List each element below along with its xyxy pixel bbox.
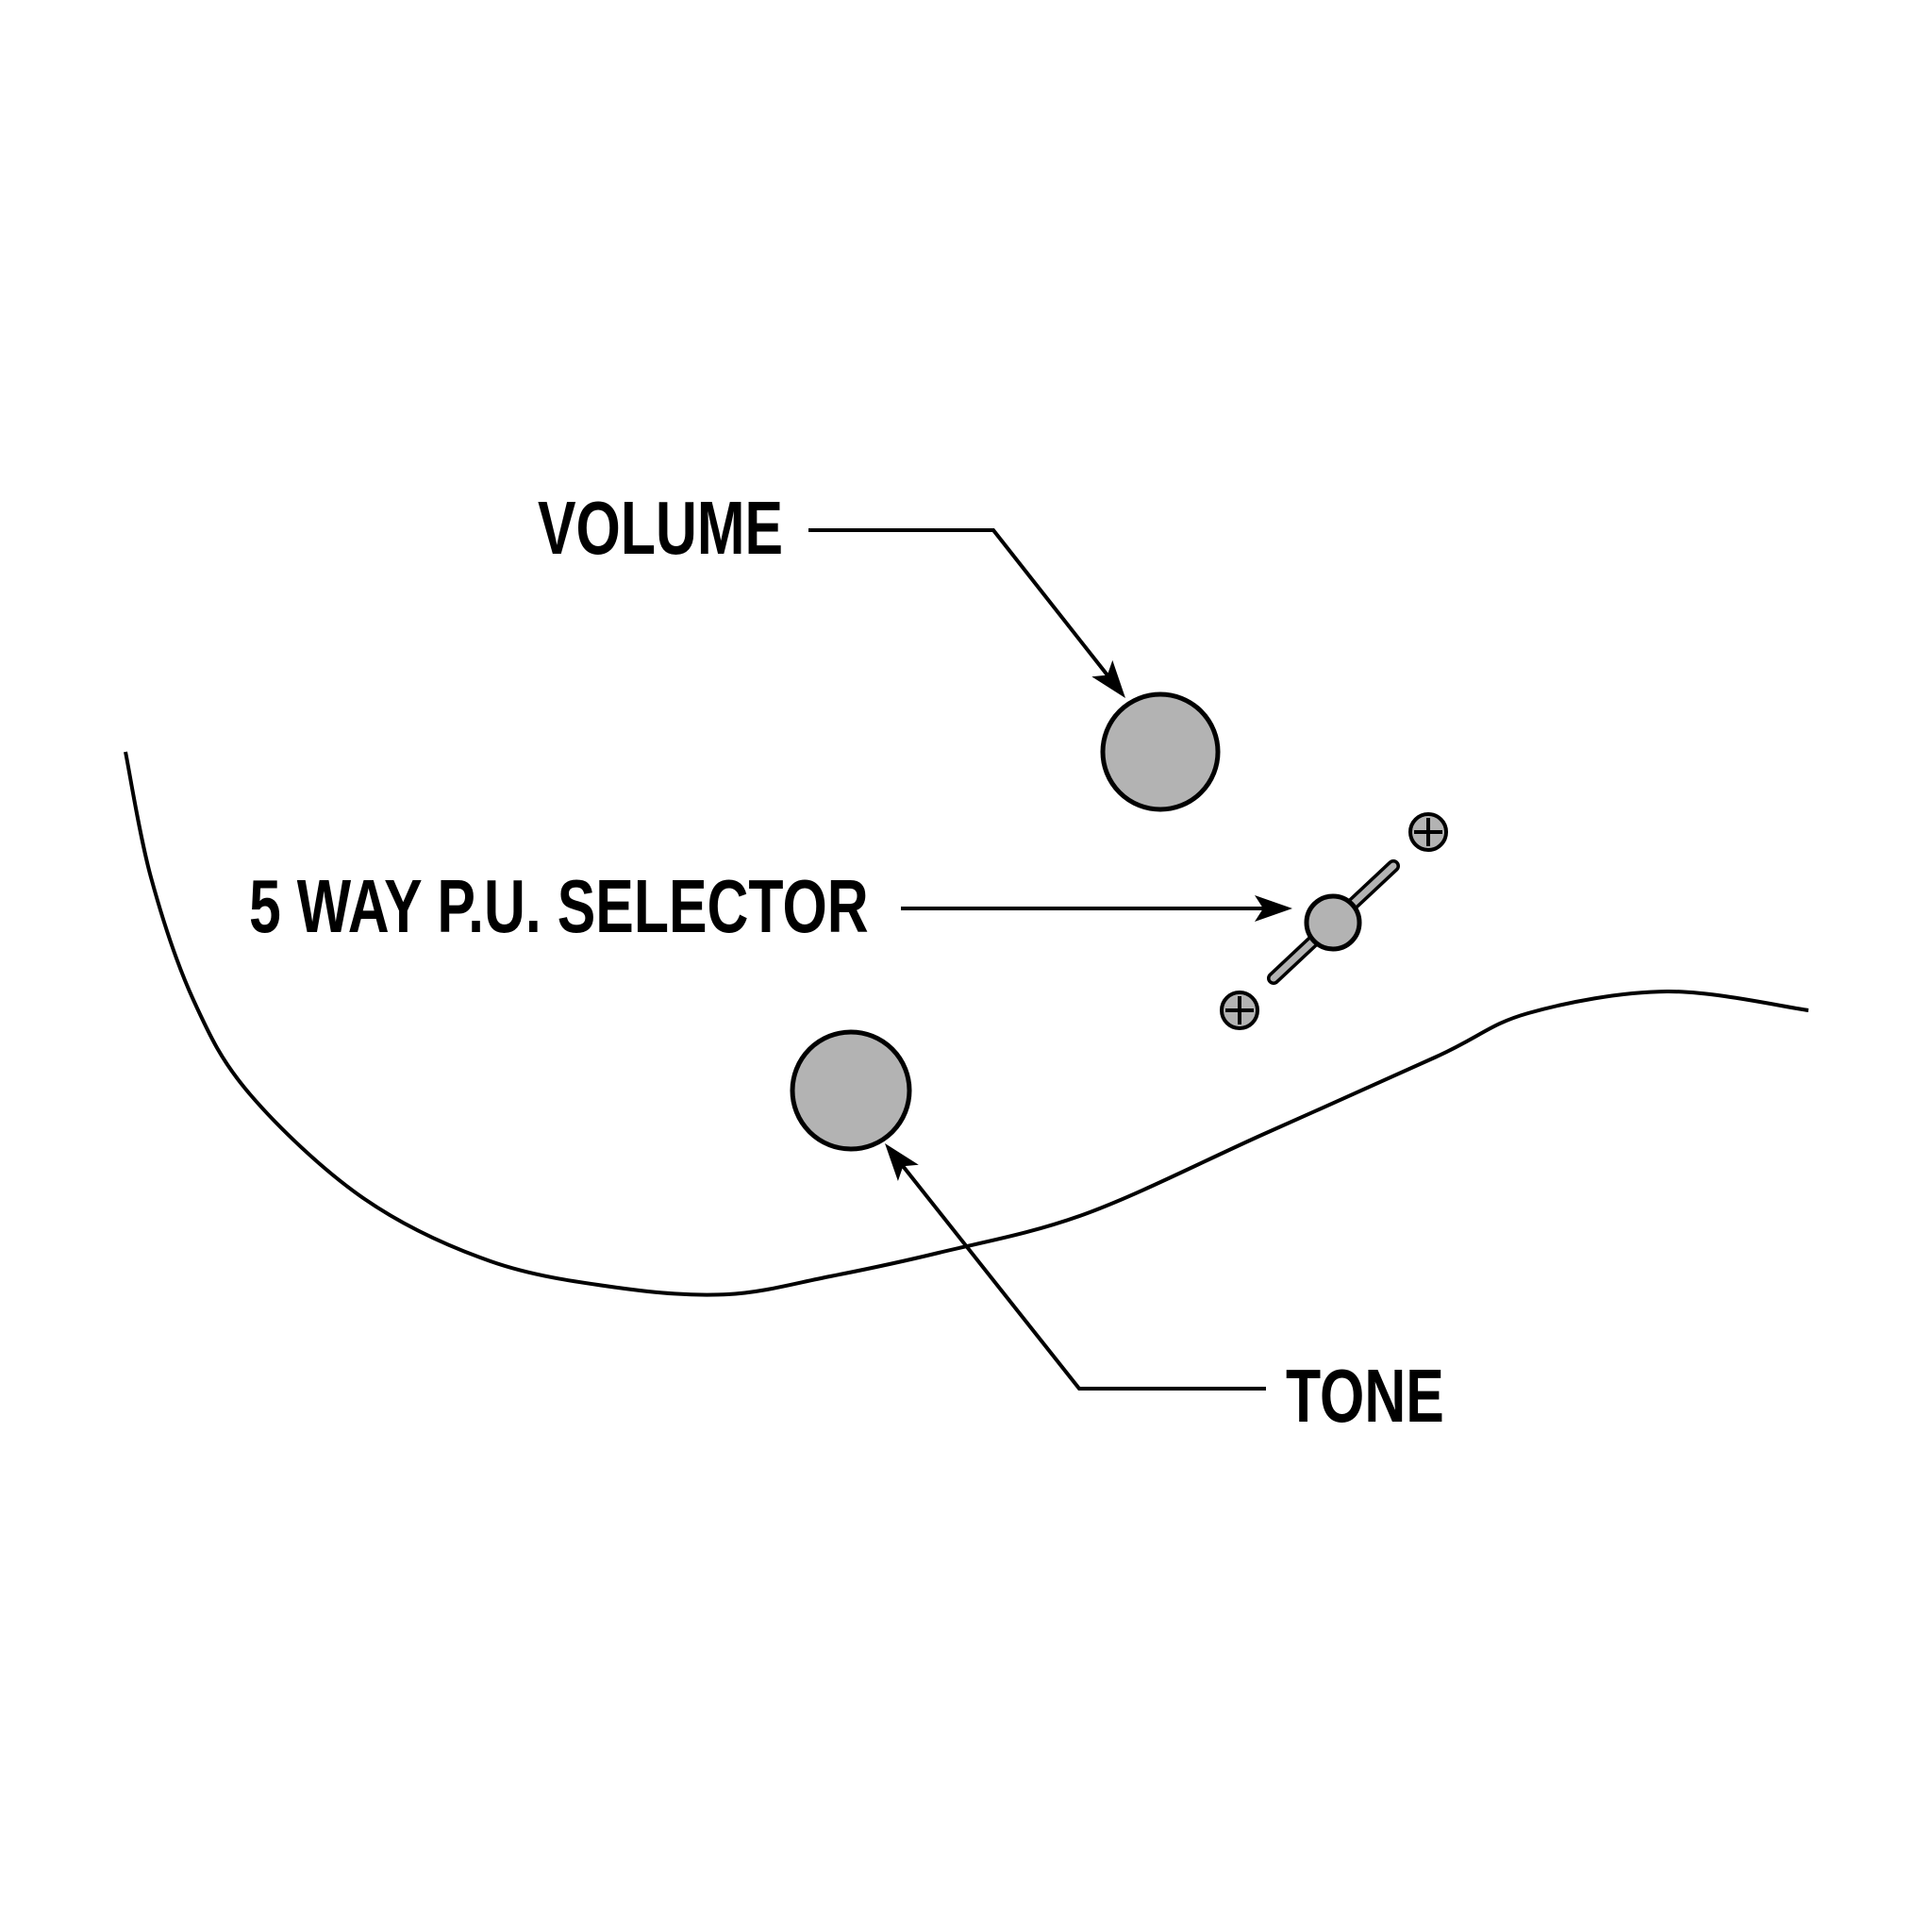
volume-leader-line <box>808 528 1110 677</box>
pickup-selector-switch <box>1220 812 1448 1030</box>
tone-arrowhead <box>885 1143 919 1181</box>
tone-knob <box>790 1029 912 1152</box>
selector-label: 5 WAY P.U. SELECTOR <box>249 864 869 948</box>
selector-knob <box>1304 893 1362 952</box>
volume-label: VOLUME <box>538 486 784 570</box>
control-knobs <box>790 691 1221 1152</box>
volume-arrowhead <box>1091 659 1125 698</box>
volume-knob <box>1100 691 1221 812</box>
selector-screw-bottom <box>1220 991 1259 1030</box>
guitar-body-outline-curve <box>124 751 1809 1297</box>
selector-leader <box>901 895 1292 922</box>
tone-leader <box>885 1143 1266 1391</box>
tone-label: TONE <box>1286 1354 1444 1438</box>
leader-arrows <box>808 528 1292 1391</box>
selector-screw-top <box>1408 812 1448 852</box>
selector-arrowhead <box>1255 895 1292 922</box>
tone-leader-line <box>901 1164 1266 1391</box>
volume-leader <box>808 528 1125 698</box>
